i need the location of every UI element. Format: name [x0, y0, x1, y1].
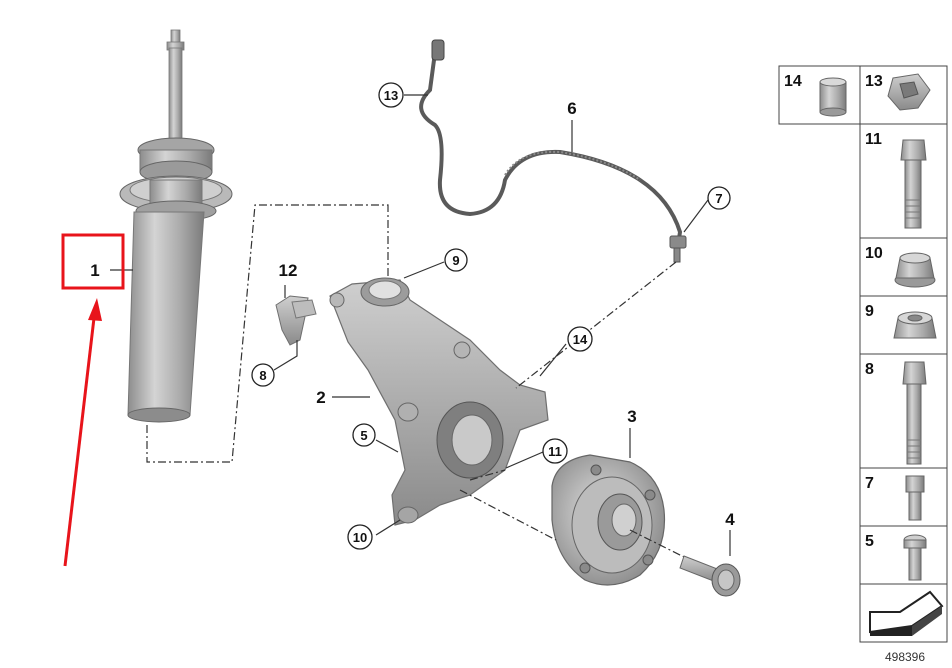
clip-part-13	[887, 73, 931, 111]
shock-absorber-strut[interactable]	[119, 29, 233, 423]
callout-14[interactable]: 14	[567, 326, 593, 352]
sensor-bracket[interactable]	[275, 295, 317, 346]
diagram-reference-number: 498396	[885, 650, 925, 664]
callout-6[interactable]: 6	[567, 99, 576, 118]
svg-text:5: 5	[360, 428, 367, 443]
bolt-part-11	[900, 139, 927, 229]
callout-labels: 1 2 3 4 6 12 5 7 8 9 10 11	[90, 82, 735, 550]
callout-10[interactable]: 10	[347, 524, 373, 550]
callout-5[interactable]: 5	[352, 423, 376, 447]
callout-12[interactable]: 12	[279, 261, 298, 280]
svg-text:11: 11	[548, 444, 562, 459]
panel-part-thumbnails	[819, 73, 944, 636]
sensor-assembly-line	[515, 261, 677, 389]
highlight-box	[61, 233, 125, 290]
svg-text:14: 14	[573, 332, 588, 347]
callout-13[interactable]: 13	[378, 82, 404, 108]
navigate-arrow-icon[interactable]	[869, 590, 944, 636]
callout-11[interactable]: 11	[542, 438, 568, 464]
callout-7[interactable]: 7	[707, 186, 731, 210]
bolt-part-5	[903, 534, 927, 581]
nut-part-10	[894, 252, 936, 288]
bolt-part-8	[902, 361, 927, 465]
panel-label-8: 8	[865, 361, 874, 378]
svg-text:8: 8	[259, 368, 266, 383]
callout-8[interactable]: 8	[251, 363, 275, 387]
panel-label-7: 7	[865, 475, 874, 492]
svg-text:7: 7	[715, 191, 722, 206]
screw-part-7	[905, 475, 925, 521]
panel-label-9: 9	[865, 303, 874, 320]
panel-cell-7[interactable]	[859, 467, 948, 527]
panel-label-13: 13	[865, 73, 883, 90]
sleeve-part-14	[819, 77, 847, 117]
panel-label-5: 5	[865, 533, 874, 550]
panel-cell-10[interactable]	[859, 237, 948, 297]
svg-text:10: 10	[353, 530, 367, 545]
callout-2[interactable]: 2	[316, 388, 325, 407]
panel-cell-5[interactable]	[859, 525, 948, 585]
wheel-hub[interactable]	[551, 454, 666, 586]
highlight-arrowhead	[88, 298, 102, 321]
callout-3[interactable]: 3	[627, 407, 636, 426]
leader-lines	[110, 94, 731, 556]
callout-9[interactable]: 9	[444, 248, 468, 272]
callout-1[interactable]: 1	[90, 261, 99, 280]
panel-label-10: 10	[865, 245, 883, 262]
highlight-arrow	[63, 317, 96, 567]
nut-part-9	[893, 311, 937, 339]
panel-label-14: 14	[784, 73, 802, 90]
side-panel-labels: 14 13 11 10 9 8 7 5	[784, 73, 883, 550]
panel-label-11: 11	[865, 131, 882, 148]
svg-text:13: 13	[384, 88, 398, 103]
hub-bolt[interactable]	[679, 555, 741, 597]
assembly-bracket-line	[146, 204, 389, 463]
svg-text:9: 9	[452, 253, 459, 268]
callout-4[interactable]: 4	[725, 510, 735, 529]
highlight-annotation	[61, 233, 125, 567]
steering-knuckle[interactable]	[329, 277, 549, 526]
wheel-speed-sensor-cable[interactable]	[419, 39, 687, 263]
